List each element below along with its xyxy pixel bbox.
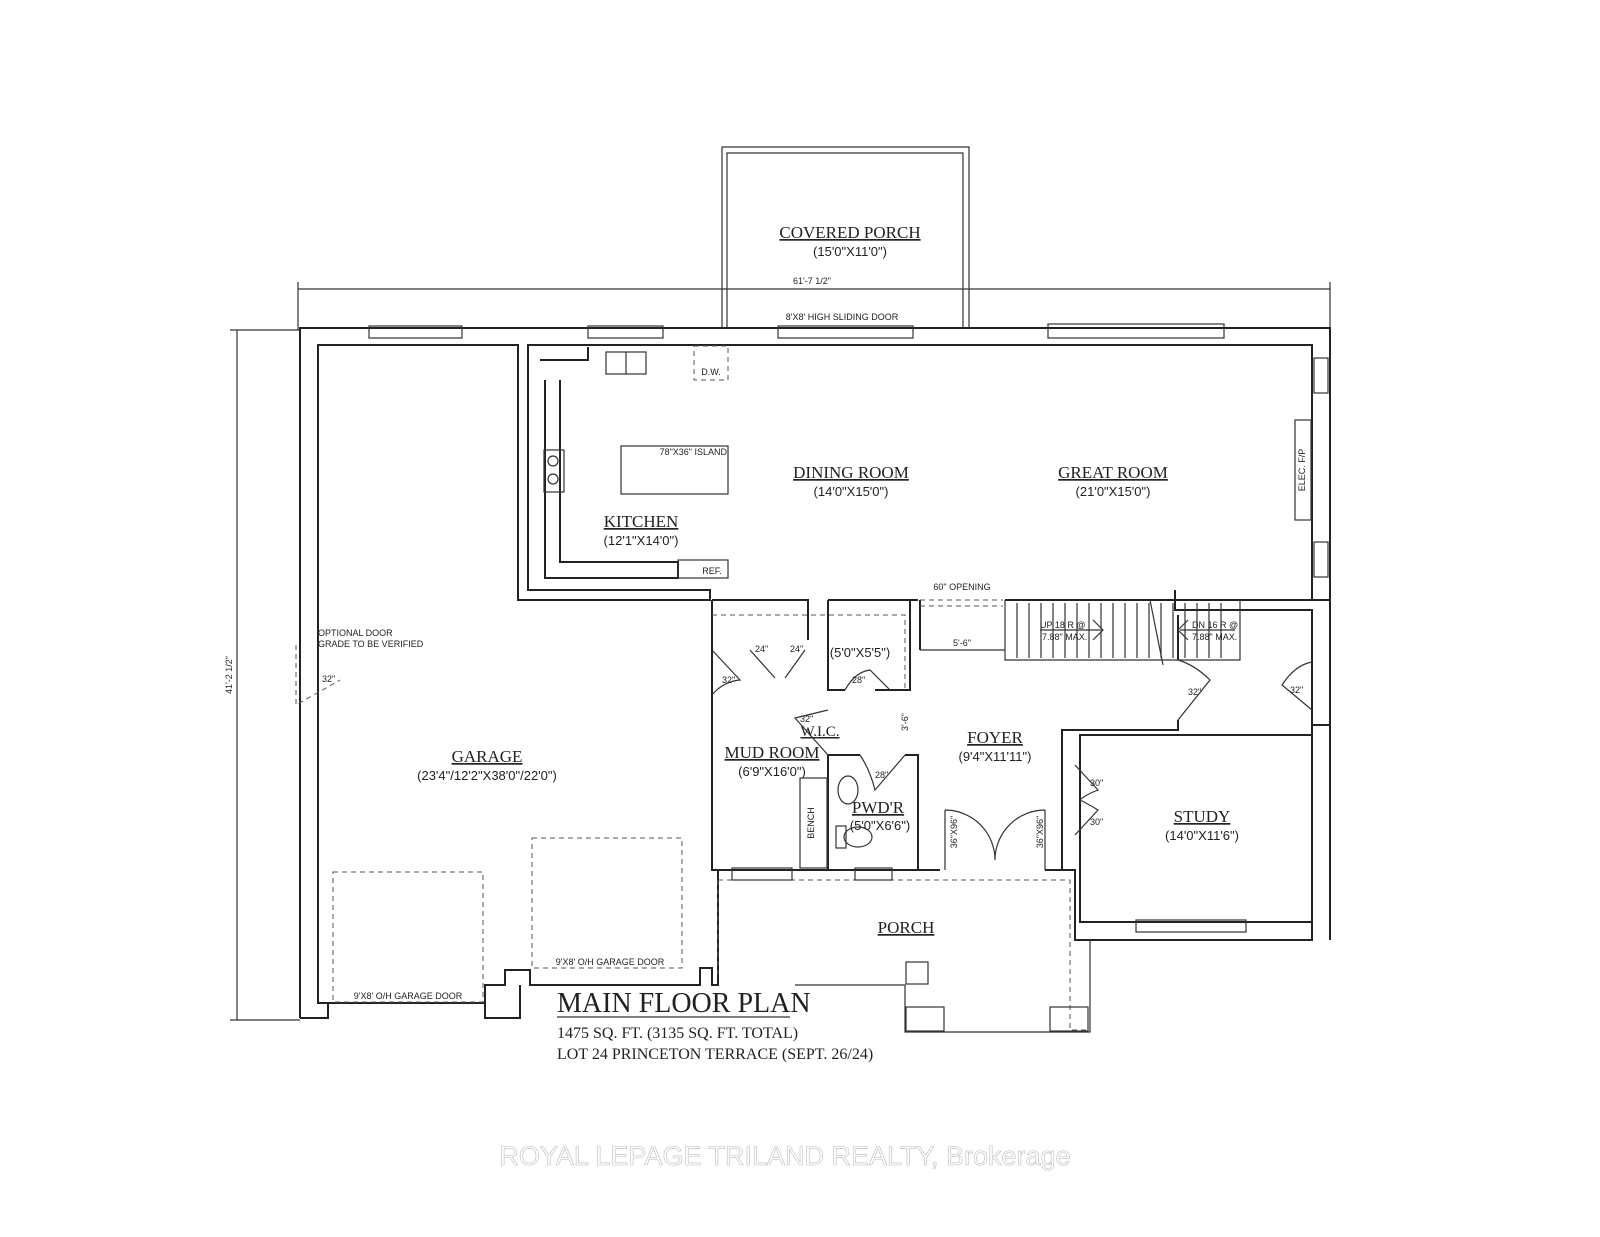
room-name: W.I.C.: [800, 724, 839, 740]
room-name: PORCH: [878, 918, 935, 937]
dimension-width: 61'-7 1/2": [297, 276, 1331, 330]
door-size: 32": [722, 675, 735, 685]
garage-door: [332, 871, 484, 1003]
dimension-label: 41'-2 1/2": [224, 656, 234, 694]
post: [1049, 1006, 1089, 1032]
room-size: (14'0"X11'6"): [1165, 828, 1239, 843]
walls: [299, 327, 1331, 1031]
stairs-up-label: 7.88" MAX.: [1042, 632, 1087, 642]
windows: 8'X8' HIGH SLIDING DOOR: [368, 312, 1329, 933]
bench: [799, 777, 828, 869]
doors: 24" 24" 32" 28" 32" 28" 36"X96" 36"X96" …: [295, 614, 1313, 870]
room-name: KITCHEN: [604, 512, 679, 531]
toilet-icon: [843, 826, 873, 848]
door-size: 36"X96": [949, 816, 959, 848]
opening-label: 60" OPENING: [933, 582, 990, 592]
optional-door-label: GRADE TO BE VERIFIED: [318, 639, 424, 649]
arrow-right-icon: [1040, 619, 1104, 641]
door-size: 24": [790, 644, 803, 654]
room-name: GARAGE: [452, 747, 523, 766]
room-size: (5'0"X6'6"): [850, 818, 910, 833]
watermark: ROYAL LEPAGE TRILAND REALTY, Brokerage: [499, 1141, 1070, 1171]
fireplace: [1294, 419, 1312, 521]
dimension-depth: 41'-2 1/2": [224, 329, 300, 1021]
garage-door: [531, 837, 683, 969]
fridge: [677, 559, 729, 579]
door-size: 30": [1090, 817, 1103, 827]
room-size: (9'4"X11'11"): [959, 749, 1032, 764]
stairs-down-label: 7.88" MAX.: [1192, 632, 1237, 642]
room-size: (21'0"X15'0"): [1076, 484, 1151, 499]
room-name: MUD ROOM: [725, 743, 820, 762]
arrow-left-icon: [1177, 619, 1235, 641]
optional-door-label: OPTIONAL DOOR: [318, 628, 393, 638]
door-size: 28": [875, 770, 888, 780]
sliding-door-label: 8'X8' HIGH SLIDING DOOR: [786, 312, 899, 322]
door-size: 24": [755, 644, 768, 654]
dishwasher-label: D.W.: [701, 367, 721, 377]
post: [905, 1006, 945, 1032]
plan-lot: LOT 24 PRINCETON TERRACE (SEPT. 26/24): [557, 1046, 873, 1063]
fireplace-label: ELEC. F/P: [1297, 449, 1307, 492]
door-size: 28": [852, 675, 865, 685]
island-label: 78"X36" ISLAND: [660, 447, 728, 457]
plan-area: 1475 SQ. FT. (3135 SQ. FT. TOTAL): [557, 1025, 798, 1042]
room-name: FOYER: [967, 728, 1023, 747]
door-size: 32": [322, 674, 335, 684]
range-icon: [543, 449, 565, 493]
room-size: (12'1"X14'0"): [604, 533, 679, 548]
hall-dimension: 5'-6": [953, 638, 971, 648]
kitchen-fixtures: D.W. 78"X36" ISLAND REF. ELEC. F/P: [543, 345, 1312, 579]
room-name: PWD'R: [852, 798, 905, 817]
bench-label: BENCH: [806, 807, 816, 839]
room-size: (15'0"X11'0"): [813, 244, 887, 259]
room-size: (23'4"/12'2"X38'0"/22'0"): [417, 768, 557, 783]
covered-porch: COVERED PORCH (15'0"X11'0"): [721, 146, 970, 328]
door-size: 30": [1090, 778, 1103, 788]
room-name: DINING ROOM: [793, 463, 909, 482]
plan-title: MAIN FLOOR PLAN: [557, 988, 811, 1019]
dimension-label: 61'-7 1/2": [793, 276, 831, 286]
powder-fixtures: [835, 775, 873, 849]
room-size: (5'0"X5'5"): [830, 645, 890, 660]
room-size: (6'9"X16'0"): [738, 764, 806, 779]
room-name: GREAT ROOM: [1058, 463, 1168, 482]
door-size: 32": [1290, 685, 1303, 695]
island: [620, 445, 729, 495]
post: [905, 961, 929, 985]
stairs-up-label: UP 18 R @: [1040, 620, 1086, 630]
fridge-label: REF.: [702, 566, 722, 576]
sink-icon: [837, 775, 859, 805]
garage-door-label: 9'X8' O/H GARAGE DOOR: [556, 957, 665, 967]
door-size: 32": [1188, 687, 1201, 697]
room-name: STUDY: [1174, 807, 1231, 826]
room-name: COVERED PORCH: [779, 223, 920, 242]
room-size: (14'0"X15'0"): [814, 484, 889, 499]
door-size: 36"X96": [1035, 816, 1045, 848]
door-size: 32": [800, 714, 813, 724]
stairs-down-label: DN 16 R @: [1192, 620, 1238, 630]
garage-door-label: 9'X8' O/H GARAGE DOOR: [354, 991, 463, 1001]
staircase: UP 18 R @ 7.88" MAX. DN 16 R @ 7.88" MAX…: [1004, 599, 1241, 666]
hall-dimension: 3'-6": [900, 713, 910, 731]
